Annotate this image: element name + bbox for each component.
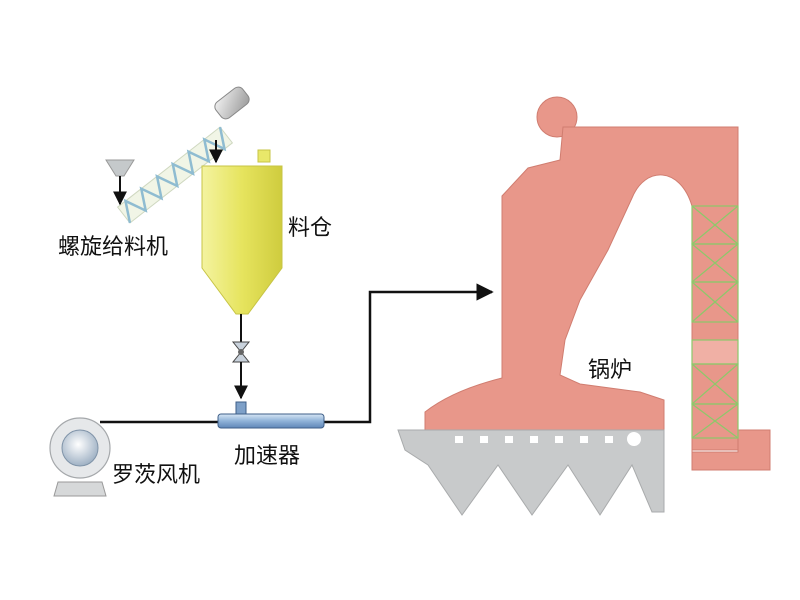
feeder-inlet-funnel — [105, 159, 135, 177]
blower-base — [53, 481, 107, 497]
accelerator-inlet — [235, 401, 247, 415]
boiler-body — [424, 126, 739, 451]
boiler: 锅炉 — [397, 96, 771, 516]
screw-flight — [123, 126, 227, 224]
accelerator-tube — [217, 413, 325, 429]
conveying-pipe — [100, 283, 494, 424]
blower-impeller — [61, 429, 99, 467]
silo: 料仓 — [201, 140, 332, 315]
silo-label: 料仓 — [288, 216, 332, 241]
air-nozzles — [455, 432, 641, 446]
roots-blower-label: 罗茨风机 — [112, 463, 200, 488]
flue-outlet — [691, 429, 771, 471]
rotary-valve — [231, 341, 251, 363]
tail-heating-surface — [691, 205, 739, 439]
grate-hopper — [397, 429, 665, 516]
boiler-label: 锅炉 — [588, 358, 632, 383]
accelerator: 加速器 — [217, 401, 325, 469]
accelerator-label: 加速器 — [234, 444, 300, 469]
screw-feeder: 螺旋给料机 — [58, 86, 250, 260]
silo-outlet — [231, 314, 251, 400]
screw-feeder-label: 螺旋给料机 — [58, 235, 168, 260]
silo-vent — [257, 149, 271, 163]
roots-blower: 罗茨风机 — [49, 417, 200, 497]
silo-body — [201, 165, 283, 315]
feeder-motor — [214, 86, 250, 120]
